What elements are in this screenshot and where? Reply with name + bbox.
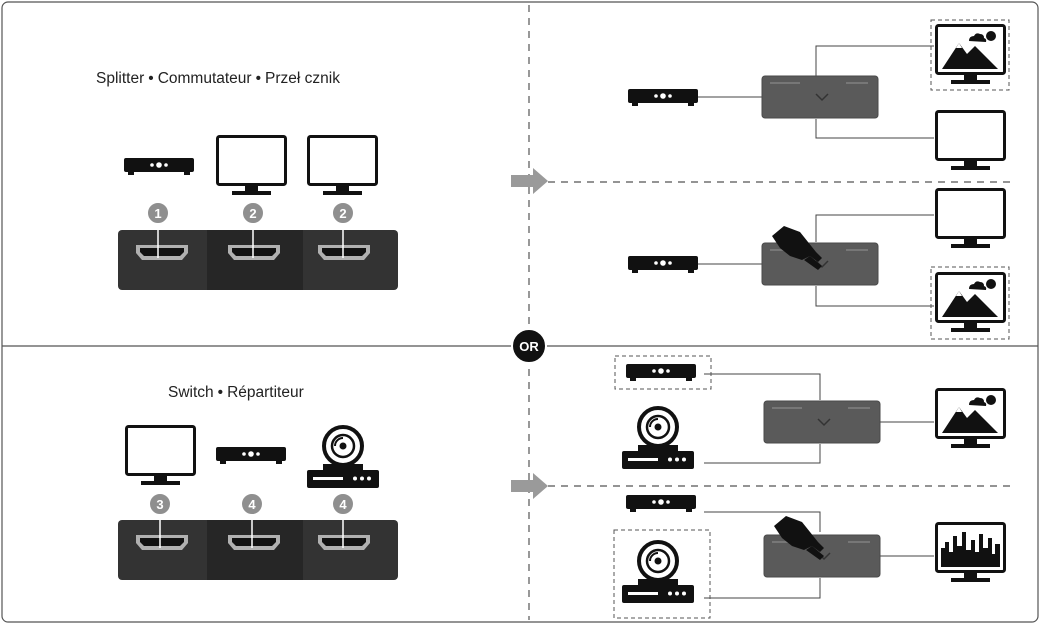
hdmi-source-box-icon bbox=[626, 495, 696, 512]
disc-player-icon bbox=[305, 425, 381, 490]
splitter-title: Splitter•Commutateur•Przeł cznik bbox=[96, 70, 340, 87]
connection-lines bbox=[704, 373, 934, 464]
switch-title-part: Switch bbox=[168, 384, 214, 401]
port-badge-label: 4 bbox=[248, 497, 256, 512]
port-badge bbox=[241, 201, 265, 225]
monitor-icon bbox=[935, 110, 1006, 172]
port-badge-label: 1 bbox=[154, 206, 161, 221]
port-badge-label: 3 bbox=[156, 497, 163, 512]
disc-player-icon bbox=[620, 540, 696, 605]
port-badge bbox=[331, 492, 355, 516]
splitter-title-part: Commutateur bbox=[157, 70, 252, 87]
hdmi-source-box-icon bbox=[216, 447, 286, 464]
disc-player-icon bbox=[620, 406, 696, 471]
image-monitor-icon bbox=[935, 388, 1006, 450]
splitter-title-part: Splitter bbox=[96, 70, 145, 87]
switch-title: Switch•Répartiteur bbox=[168, 384, 304, 401]
splitter-switch-device bbox=[763, 400, 881, 444]
hdmi-source-box-icon bbox=[628, 256, 698, 273]
monitor-icon bbox=[307, 135, 378, 197]
port-badge-label: 4 bbox=[339, 497, 347, 512]
active-source-frame bbox=[613, 529, 711, 619]
splitter-switch-device bbox=[761, 242, 879, 286]
monitor-icon bbox=[216, 135, 287, 197]
chart-monitor-icon bbox=[935, 522, 1006, 584]
connection-lines bbox=[704, 511, 934, 599]
port-badge-label: 2 bbox=[339, 206, 346, 221]
hdmi-source-box-icon bbox=[628, 89, 698, 106]
splitter-port-panel bbox=[118, 230, 398, 290]
arrow-right-icon bbox=[511, 473, 548, 499]
image-monitor-icon bbox=[935, 24, 1006, 86]
connection-lines bbox=[698, 45, 934, 139]
port-badge bbox=[148, 492, 172, 516]
switch-port-panel bbox=[118, 520, 398, 580]
splitter-title-part: Przeł cznik bbox=[265, 70, 340, 87]
active-source-frame bbox=[614, 355, 712, 390]
splitter-switch-device bbox=[761, 75, 879, 119]
monitor-icon bbox=[125, 425, 196, 487]
connection-lines bbox=[698, 214, 934, 307]
image-monitor-icon bbox=[935, 272, 1006, 334]
hdmi-source-box-icon bbox=[124, 158, 194, 175]
active-output-frame bbox=[930, 19, 1010, 91]
port-badge-label: 2 bbox=[249, 206, 256, 221]
active-output-frame bbox=[930, 266, 1010, 340]
hdmi-source-box-icon bbox=[626, 364, 696, 381]
switch-title-part: Répartiteur bbox=[227, 384, 304, 401]
or-label: OR bbox=[519, 339, 539, 354]
port-badge bbox=[331, 201, 355, 225]
or-badge bbox=[511, 328, 547, 364]
monitor-icon bbox=[935, 188, 1006, 250]
port-badge bbox=[146, 201, 170, 225]
arrow-right-icon bbox=[511, 168, 548, 194]
port-badge bbox=[240, 492, 264, 516]
